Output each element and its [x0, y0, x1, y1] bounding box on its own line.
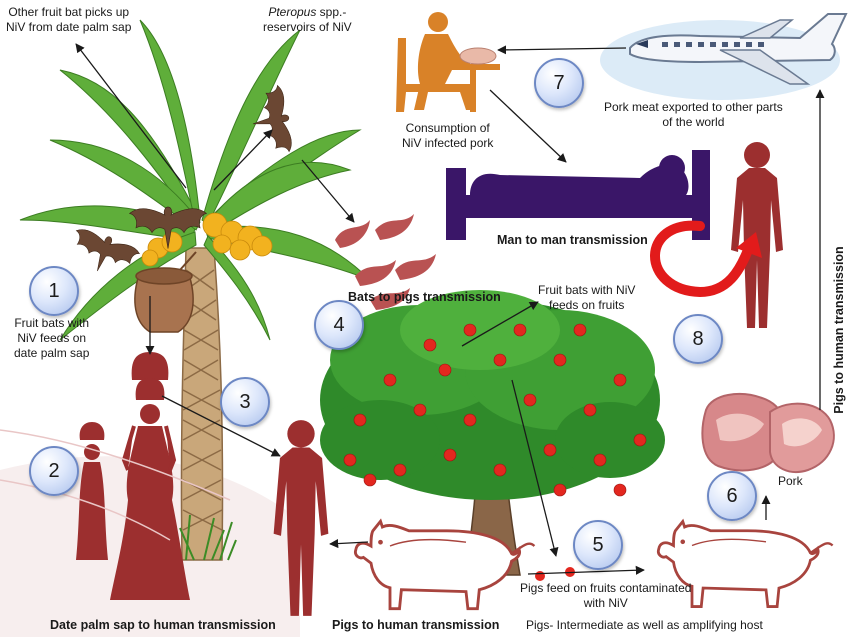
ground-lines — [0, 429, 231, 541]
label-line: Fruit bats with NiV — [538, 283, 636, 297]
step-8-badge: 8 — [673, 314, 723, 364]
label-line: Fruit bats with — [14, 316, 90, 330]
label-pigs-host: Pigs- Intermediate as well as amplifying… — [526, 618, 763, 632]
label-consumption: Consumption of NiV infected pork — [402, 121, 493, 151]
label-line: of the world — [662, 115, 725, 129]
label-pigs-feed: Pigs feed on fruits contaminated with Ni… — [520, 581, 691, 611]
label-line: Pork meat exported to other parts — [604, 100, 783, 114]
label-bats-to-pigs: Bats to pigs transmission — [348, 290, 501, 304]
palm-tree-icon — [19, 19, 371, 561]
label-bat-picks-sap: Other fruit bat picks up NiV from date p… — [6, 5, 131, 35]
man-to-man-arrowhead — [736, 232, 762, 258]
step-6-badge: 6 — [707, 471, 757, 521]
label-export: Pork meat exported to other parts of the… — [604, 100, 783, 130]
step-4-badge: 4 — [314, 300, 364, 350]
pork-meat-icon — [701, 393, 835, 473]
label-fruit-bats-sap: Fruit bats with NiV feeds on date palm s… — [14, 316, 89, 361]
step-1-badge: 1 — [29, 266, 79, 316]
label-line: NiV feeds on — [17, 331, 87, 345]
airplane-icon — [600, 13, 848, 100]
label-reservoir: Pteropus spp.- reservoirs of NiV — [263, 5, 352, 35]
transmission-arrows — [75, 43, 825, 575]
man-to-man-arrow — [650, 220, 753, 298]
step-5-badge: 5 — [573, 520, 623, 570]
step-7-badge: 7 — [534, 58, 584, 108]
species-name: Pteropus — [268, 5, 317, 19]
label-line: NiV from date palm sap — [6, 20, 132, 34]
step-2-badge: 2 — [29, 446, 79, 496]
label-line: Other fruit bat picks up — [8, 5, 130, 19]
bed-icon — [446, 150, 710, 240]
label-pork: Pork — [778, 474, 803, 488]
label-line: date palm sap — [14, 346, 90, 360]
label-pigs-to-human-bottom: Pigs to human transmission — [332, 618, 500, 632]
label-pigs-to-human-vertical: Pigs to human transmission — [832, 246, 846, 414]
label-line: Pteropus spp.- — [263, 5, 352, 20]
human-silhouette-icon — [76, 142, 783, 616]
label-line: Pigs feed on fruits contaminated — [520, 581, 692, 595]
label-line: reservoirs of NiV — [263, 20, 352, 34]
label-text: spp.- — [316, 5, 347, 19]
label-line: Consumption of — [405, 121, 490, 135]
label-fruit-bats-fruit: Fruit bats with NiV feeds on fruits — [538, 283, 635, 313]
label-man-to-man: Man to man transmission — [497, 233, 648, 247]
step-3-badge: 3 — [220, 377, 270, 427]
label-sap-to-human: Date palm sap to human transmission — [50, 618, 276, 632]
label-line: feeds on fruits — [548, 298, 625, 312]
diner-icon — [396, 12, 500, 112]
label-line: NiV infected pork — [402, 136, 494, 150]
label-line: with NiV — [583, 596, 628, 610]
